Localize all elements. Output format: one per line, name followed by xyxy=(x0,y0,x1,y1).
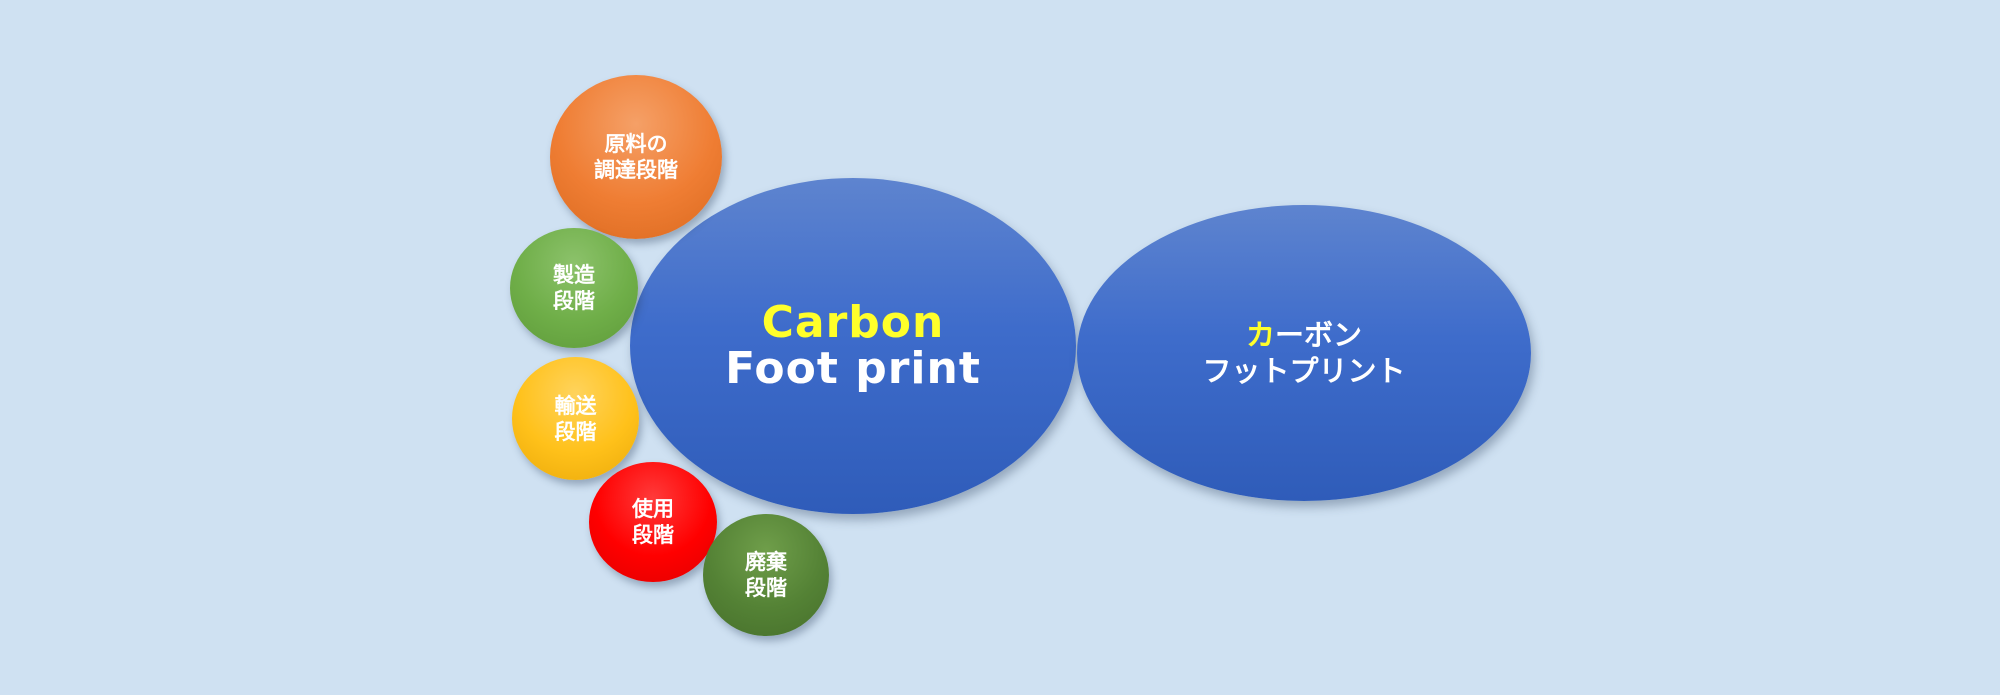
stage-label-line2: 調達段階 xyxy=(594,158,678,182)
jp-title-line2: フットプリント xyxy=(1202,354,1406,388)
jp-title-highlight: カ xyxy=(1245,318,1275,352)
stage-label-line2: 段階 xyxy=(745,576,787,600)
jp-title-line1: カーボン xyxy=(1246,317,1362,353)
stage-label-line1: 使用 xyxy=(632,497,674,521)
stage-use: 使用 段階 xyxy=(589,462,717,582)
footprint-label: Foot print xyxy=(725,343,981,394)
stage-disposal: 廃棄 段階 xyxy=(703,514,829,636)
stage-label-line2: 段階 xyxy=(554,419,597,444)
stage-transport: 輸送 段階 xyxy=(512,357,639,480)
stage-raw-material: 原料の 調達段階 xyxy=(550,75,722,239)
stage-label-line1: 廃棄 xyxy=(745,550,787,574)
carbon-footprint-ellipse: Carbon Foot print xyxy=(630,178,1076,514)
stage-manufacturing: 製造 段階 xyxy=(510,228,638,348)
carbon-label: Carbon xyxy=(761,297,945,348)
stage-label-line1: 輸送 xyxy=(554,393,597,418)
stage-label-line1: 原料の xyxy=(604,132,668,156)
jp-title-rest: ーボン xyxy=(1275,318,1363,352)
stage-label-line1: 製造 xyxy=(553,263,595,287)
stage-label-line2: 段階 xyxy=(632,523,674,547)
carbon-footprint-jp-ellipse: カーボン フットプリント xyxy=(1077,205,1531,501)
stage-label-line2: 段階 xyxy=(553,289,595,313)
